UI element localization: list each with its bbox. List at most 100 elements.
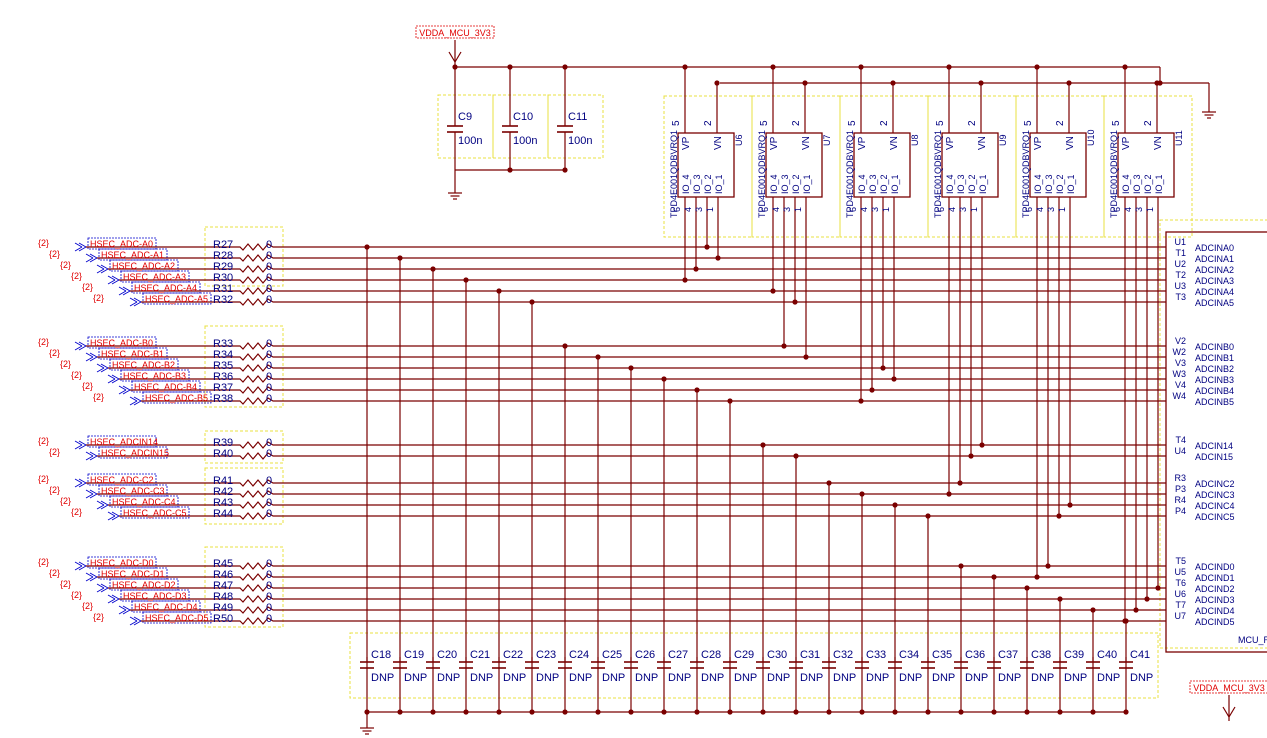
filter-cap-value: DNP bbox=[503, 672, 526, 684]
resistor-value: 0 bbox=[266, 448, 272, 460]
resistor-R31 bbox=[212, 287, 1166, 295]
junction-dot bbox=[803, 354, 809, 360]
tvs-io-label: IO_4 bbox=[769, 174, 779, 194]
offsheet-arrow-icon bbox=[96, 504, 105, 510]
offsheet-arrow-icon bbox=[133, 400, 142, 406]
net-label-frame bbox=[98, 446, 168, 459]
filter-cap-value: DNP bbox=[437, 672, 460, 684]
tvs-io-label: IO_2 bbox=[703, 174, 713, 194]
offsheet-arrow-icon bbox=[89, 356, 98, 362]
resistor-R33 bbox=[212, 342, 1166, 350]
offsheet-arrow-icon bbox=[129, 620, 138, 626]
decoupling-cap-ref: C9 bbox=[458, 111, 472, 123]
resistor-R47 bbox=[212, 584, 1166, 592]
tvs-body-U6 bbox=[677, 132, 735, 198]
tvs-io-label: IO_2 bbox=[967, 174, 977, 194]
filter-cap-value: DNP bbox=[767, 672, 790, 684]
tvs-io-num: 1 bbox=[969, 207, 979, 212]
tvs-io-num: 6 bbox=[936, 207, 946, 212]
offsheet-arrow-icon bbox=[85, 356, 94, 362]
mcu-pin-num: P3 bbox=[1175, 484, 1186, 494]
tvs-pin-vp: VP bbox=[1033, 136, 1044, 150]
net-label-frame bbox=[142, 391, 212, 404]
junction-dot bbox=[978, 80, 984, 86]
filter-cap-ref: C31 bbox=[800, 649, 820, 661]
net-label: HSEC_ADC-A3 bbox=[123, 272, 186, 282]
sheet-ref: {2} bbox=[93, 293, 104, 303]
offsheet-arrow-icon bbox=[122, 385, 131, 391]
tvs-io-num: 3 bbox=[870, 207, 880, 212]
tvs-io-label: IO_3 bbox=[956, 174, 966, 194]
offsheet-arrow-icon bbox=[122, 286, 131, 292]
power-label-vdda-top-frame bbox=[415, 25, 495, 39]
junction-dot bbox=[957, 480, 963, 486]
resistor-ref: R44 bbox=[213, 508, 233, 520]
offsheet-arrow-icon bbox=[111, 275, 120, 281]
mcu-pin-name: ADCIND4 bbox=[1195, 606, 1235, 616]
sheet-ref: {2} bbox=[60, 260, 71, 270]
resistor-ref: R29 bbox=[213, 261, 233, 273]
mcu-pin-name: ADCIND2 bbox=[1195, 584, 1235, 594]
filter-cap-ref: C24 bbox=[569, 649, 589, 661]
tvs-part-number: TPD4E001QDBVRQ1 bbox=[933, 130, 943, 218]
offsheet-arrow-icon bbox=[122, 389, 131, 395]
net-label: HSEC_ADC-B0 bbox=[90, 338, 153, 348]
mcu-pin-num: T5 bbox=[1175, 556, 1186, 566]
offsheet-arrow-icon bbox=[122, 605, 131, 611]
offsheet-arrow-icon bbox=[118, 389, 127, 395]
tvs-io-num: 3 bbox=[782, 207, 792, 212]
offsheet-arrow-icon bbox=[100, 363, 109, 369]
offsheet-arrow-icon bbox=[107, 275, 116, 281]
offsheet-arrow-icon bbox=[78, 345, 87, 351]
offsheet-arrow-icon bbox=[96, 367, 105, 373]
offsheet-arrow-icon bbox=[107, 594, 116, 600]
resistor-R27 bbox=[212, 243, 1166, 251]
sheet-ref: {2} bbox=[71, 507, 82, 517]
offsheet-arrow-icon bbox=[78, 482, 87, 488]
junction-dot bbox=[1155, 585, 1161, 591]
junction-dot bbox=[1067, 502, 1073, 508]
sheet-ref: {2} bbox=[38, 436, 49, 446]
resistor-ref: R27 bbox=[213, 239, 233, 251]
tvs-pin-vp: VP bbox=[769, 136, 780, 150]
mcu-pin-name: ADCINB5 bbox=[1195, 397, 1234, 407]
filter-cap-value: DNP bbox=[1130, 672, 1153, 684]
filter-cap-value: DNP bbox=[536, 672, 559, 684]
resistor-value: 0 bbox=[266, 569, 272, 581]
resistor-ref: R50 bbox=[213, 613, 233, 625]
filter-cap-ref: C25 bbox=[602, 649, 622, 661]
offsheet-arrow-icon bbox=[133, 616, 142, 622]
net-label: HSEC_ADC-A2 bbox=[112, 261, 175, 271]
junction-dot bbox=[770, 288, 776, 294]
offsheet-arrow-icon bbox=[89, 455, 98, 461]
offsheet-arrow-icon bbox=[85, 493, 94, 499]
offsheet-arrow-icon bbox=[74, 565, 83, 571]
mcu-pin-name: ADCIND5 bbox=[1195, 617, 1235, 627]
offsheet-arrow-icon bbox=[118, 605, 127, 611]
resistor-ref: R42 bbox=[213, 486, 233, 498]
tvs-io-label: IO_4 bbox=[1033, 174, 1043, 194]
tvs-part-number: TPD4E001QDBVRQ1 bbox=[757, 130, 767, 218]
mcu-pin-num: T3 bbox=[1175, 292, 1186, 302]
net-label: HSEC_ADC-D3 bbox=[123, 591, 187, 601]
net-label: HSEC_ADC-A0 bbox=[90, 239, 153, 249]
offsheet-arrow-icon bbox=[100, 367, 109, 373]
offsheet-arrow-icon bbox=[107, 374, 116, 380]
mcu-pin-num: R4 bbox=[1174, 495, 1186, 505]
tvs-pin-num: 2 bbox=[879, 120, 890, 126]
tvs-body-U9 bbox=[941, 132, 999, 198]
junction-dot bbox=[858, 64, 864, 70]
junction-dot bbox=[979, 442, 985, 448]
net-label: HSEC_ADC-D2 bbox=[112, 580, 176, 590]
offsheet-arrow-icon bbox=[85, 253, 94, 259]
tvs-io-label: IO_3 bbox=[692, 174, 702, 194]
offsheet-arrow-icon bbox=[78, 242, 87, 248]
offsheet-arrow-icon bbox=[111, 374, 120, 380]
offsheet-arrow-icon bbox=[89, 352, 98, 358]
junction-dot bbox=[802, 80, 808, 86]
net-label-frame bbox=[142, 292, 212, 305]
offsheet-arrow-icon bbox=[74, 242, 83, 248]
junction-dot bbox=[682, 64, 688, 70]
decoupling-cap-ref: C10 bbox=[513, 111, 533, 123]
junction-dot bbox=[1133, 607, 1139, 613]
